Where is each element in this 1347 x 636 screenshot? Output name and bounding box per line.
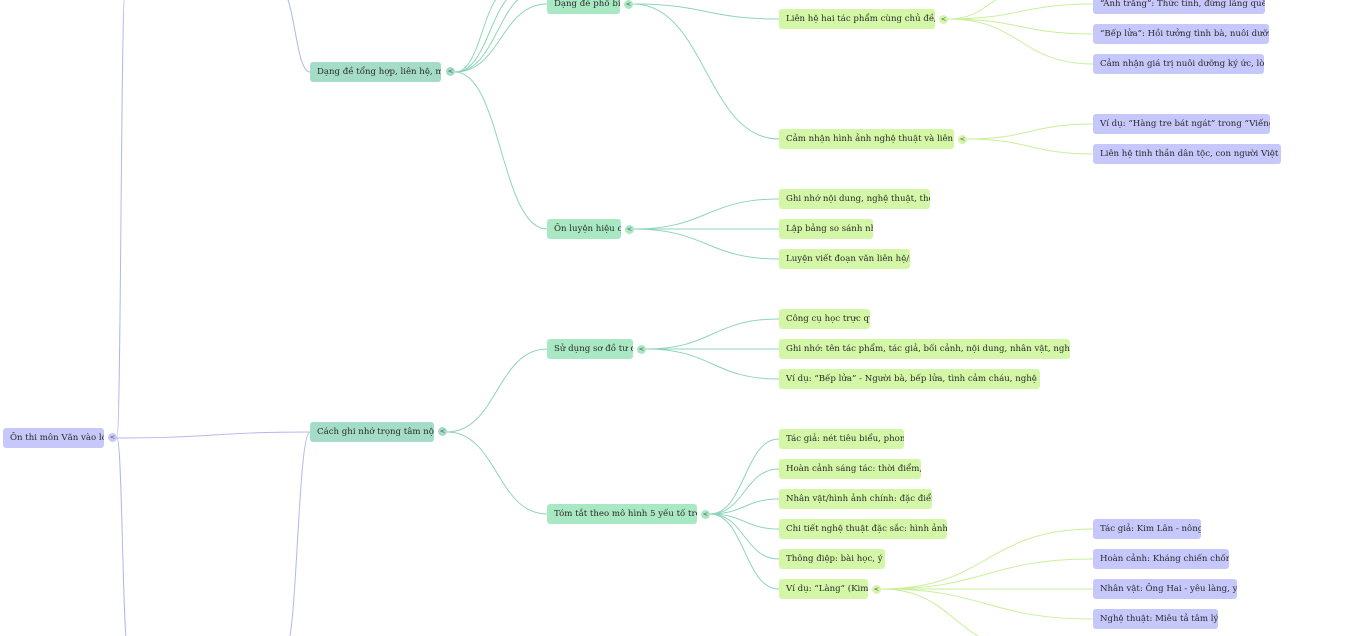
edge-tom-tat-tac-gia (709, 438, 780, 515)
edge-lang-offscreen (880, 588, 979, 636)
detail-node-anh-trang[interactable]: “Ánh trăng”: Thức tỉnh, đừng lãng quên q… (1093, 0, 1265, 14)
edge-tong-hop-on-luyen (454, 71, 548, 230)
root-collapse-toggle[interactable]: < (108, 433, 117, 442)
edge-ghi-nho-so-do (446, 348, 548, 433)
group-node-so-do[interactable]: Sử dụng sơ đồ tư duy (547, 339, 633, 359)
item-node-cam-nhan-hinh-anh[interactable]: Cảm nhận hình ảnh nghệ thuật và liên hệ … (779, 129, 954, 149)
edge-lien-he-offscreen (947, 0, 997, 20)
edge-dang-de-lien-he (632, 3, 780, 20)
edge-tom-tat-thong-diep (709, 513, 780, 560)
edge-tong-hop-dang-de (454, 3, 548, 73)
edge-lien-he-bep-lua (947, 18, 1094, 35)
item-cam-nhan-collapse-toggle[interactable]: < (958, 135, 967, 144)
edge-lang-hoan-canh (880, 558, 1094, 590)
detail-node-cam-nhan-gia-tri[interactable]: Cảm nhận giá trị nuôi dưỡng ký ức, lòng … (1093, 54, 1264, 74)
item-node-luyen-viet[interactable]: Luyện viết đoạn văn liên hệ/so sánh (779, 249, 910, 269)
item-vi-du-lang-collapse-toggle[interactable]: < (872, 585, 881, 594)
item-node-tac-gia[interactable]: Tác giả: nét tiêu biểu, phong cách (779, 429, 904, 449)
edge-ghi-nho-tom-tat (446, 431, 548, 515)
item-node-vi-du-bep-lua[interactable]: Ví dụ: “Bếp lửa” - Người bà, bếp lửa, tì… (779, 369, 1040, 389)
item-node-lap-bang[interactable]: Lập bảng so sánh nhanh (779, 219, 873, 239)
detail-node-hang-tre[interactable]: Ví dụ: “Hàng tre bát ngát” trong “Viếng … (1093, 114, 1270, 134)
edge-tom-tat-chi-tiet (709, 513, 780, 530)
detail-node-khang-chien[interactable]: Hoàn cảnh: Kháng chiến chống Pháp (1093, 549, 1229, 569)
edge-cam-nhan-dan-toc (966, 138, 1094, 155)
edge-tong-hop-offscreen-1 (454, 0, 519, 73)
group-node-tom-tat[interactable]: Tóm tắt theo mô hình 5 yếu tố trọng tâm (547, 504, 697, 524)
edge-on-luyen-ghi-nho (633, 198, 780, 230)
item-node-ghi-nho-noi-dung[interactable]: Ghi nhớ nội dung, nghệ thuật, thông điệp (779, 189, 930, 209)
edge-root-up (116, 0, 125, 439)
edge-tom-tat-hoan-canh (709, 468, 780, 515)
group-dang-de-collapse-toggle[interactable]: < (624, 0, 633, 9)
edge-on-luyen-luyen-viet (633, 228, 780, 260)
branch-tong-hop-collapse-toggle[interactable]: < (446, 67, 455, 76)
branch-node-ghi-nho[interactable]: Cách ghi nhớ trọng tâm nội dung (310, 422, 434, 442)
edge-upper-tong-hop (287, 0, 311, 73)
edge-so-do-cong-cu (645, 318, 780, 350)
root-node[interactable]: Ôn thi môn Văn vào lớp 10 (3, 428, 104, 448)
item-node-chi-tiet[interactable]: Chi tiết nghệ thuật đặc sắc: hình ảnh, đ… (779, 519, 947, 539)
group-on-luyen-collapse-toggle[interactable]: < (625, 225, 634, 234)
edge-lien-he-cam-nhan (947, 18, 1094, 65)
detail-node-kim-lan[interactable]: Tác giả: Kim Lân - nông thôn (1093, 519, 1201, 539)
group-node-on-luyen[interactable]: Ôn luyện hiệu quả (547, 219, 621, 239)
edge-root-down (116, 437, 127, 636)
item-node-nhan-vat[interactable]: Nhân vật/hình ảnh chính: đặc điểm, vai t… (779, 489, 932, 509)
edge-lang-nghe-thuat (880, 588, 1094, 620)
item-node-hoan-canh[interactable]: Hoàn cảnh sáng tác: thời điểm, sự kiện (779, 459, 921, 479)
edge-so-do-vi-du (645, 348, 780, 380)
item-node-lien-he-hai-tac-pham[interactable]: Liên hệ hai tác phẩm cùng chủ đề/cảm xúc (779, 9, 935, 29)
edge-cam-nhan-hang-tre (966, 123, 1094, 140)
group-node-dang-de[interactable]: Dạng đề phổ biến (547, 0, 620, 14)
detail-node-mieu-ta[interactable]: Nghệ thuật: Miêu tả tâm lý tinh tế (1093, 609, 1218, 629)
detail-node-ong-hai[interactable]: Nhân vật: Ông Hai - yêu làng, yêu nước (1093, 579, 1237, 599)
detail-node-tinh-than-dan-toc[interactable]: Liên hệ tinh thần dân tộc, con người Việ… (1093, 144, 1281, 164)
edge-lien-he-anh-trang (947, 3, 1094, 20)
edge-tong-hop-offscreen-3 (454, 0, 497, 73)
branch-ghi-nho-collapse-toggle[interactable]: < (438, 427, 447, 436)
edge-lower-ghi-nho (289, 431, 311, 636)
edge-tong-hop-offscreen-2 (454, 0, 508, 73)
item-node-vi-du-lang[interactable]: Ví dụ: “Làng” (Kim Lân) (779, 579, 868, 599)
group-so-do-collapse-toggle[interactable]: < (637, 345, 646, 354)
branch-node-tong-hop[interactable]: Dạng đề tổng hợp, liên hệ, mở rộng (310, 62, 441, 82)
group-tom-tat-collapse-toggle[interactable]: < (701, 510, 710, 519)
edge-lang-tac-gia (880, 528, 1094, 590)
item-node-ghi-nho-ten[interactable]: Ghi nhớ: tên tác phẩm, tác giả, bối cảnh… (779, 339, 1070, 359)
item-node-cong-cu[interactable]: Công cụ học trực quan (779, 309, 870, 329)
edge-dang-de-cam-nhan (632, 3, 780, 140)
item-node-thong-diep[interactable]: Thông điệp: bài học, ý nghĩa (779, 549, 885, 569)
edge-root-ghi-nho (116, 431, 311, 439)
edge-tom-tat-vi-du-lang (709, 513, 780, 590)
item-lien-he-collapse-toggle[interactable]: < (939, 15, 948, 24)
detail-node-bep-lua[interactable]: “Bếp lửa”: Hồi tưởng tình bà, nuôi dưỡng… (1093, 24, 1269, 44)
edge-tom-tat-nhan-vat (709, 498, 780, 515)
